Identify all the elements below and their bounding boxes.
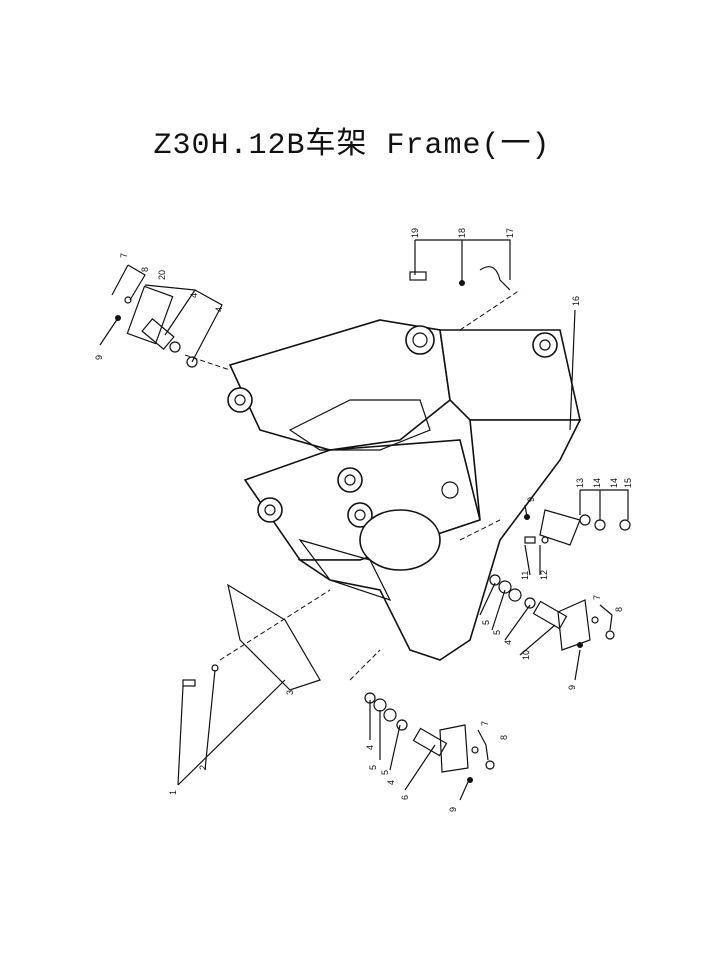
callout-4-lr: 4 [503, 640, 513, 645]
callout-4b-b: 4 [386, 780, 396, 785]
callout-20: 20 [157, 270, 167, 280]
callout-5b-b: 5 [380, 770, 390, 775]
callout-4: 4 [189, 293, 199, 298]
callout-17: 17 [505, 228, 515, 238]
callout-8-lr: 8 [614, 607, 624, 612]
callout-7-lr: 7 [592, 595, 602, 600]
callout-5-b: 5 [368, 765, 378, 770]
callout-9-right: 9 [526, 497, 536, 502]
callout-4b: 4 [214, 307, 224, 312]
callout-10: 10 [521, 650, 531, 660]
callout-9: 9 [94, 355, 104, 360]
callout-labels: 7 8 20 4 4 9 19 18 17 16 9 13 14 14 15 1… [94, 228, 633, 812]
callout-7: 7 [119, 253, 129, 258]
callout-12: 12 [539, 570, 549, 580]
callout-9-b: 9 [448, 807, 458, 812]
callout-14b: 14 [609, 478, 619, 488]
callout-6: 6 [400, 795, 410, 800]
callout-16: 16 [571, 296, 581, 306]
callout-2: 2 [198, 765, 208, 770]
callout-18: 18 [457, 228, 467, 238]
callout-1: 1 [168, 790, 178, 795]
callout-13: 13 [575, 478, 585, 488]
cover-plate [184, 289, 521, 691]
page-title: Z30H.12B车架 Frame(一) [153, 129, 551, 163]
callout-11: 11 [520, 571, 530, 580]
callout-19: 19 [410, 228, 420, 238]
callout-5: 5 [481, 620, 491, 625]
callout-9-lr: 9 [567, 685, 577, 690]
main-frame [227, 319, 582, 661]
callout-5b: 5 [492, 630, 502, 635]
callout-8-b: 8 [499, 735, 509, 740]
leader-lines [99, 239, 629, 801]
callout-4-b: 4 [365, 745, 375, 750]
callout-3: 3 [285, 690, 295, 695]
callout-8: 8 [140, 267, 150, 272]
callout-7-b: 7 [480, 721, 490, 726]
callout-15: 15 [623, 478, 633, 488]
callout-14: 14 [592, 478, 602, 488]
